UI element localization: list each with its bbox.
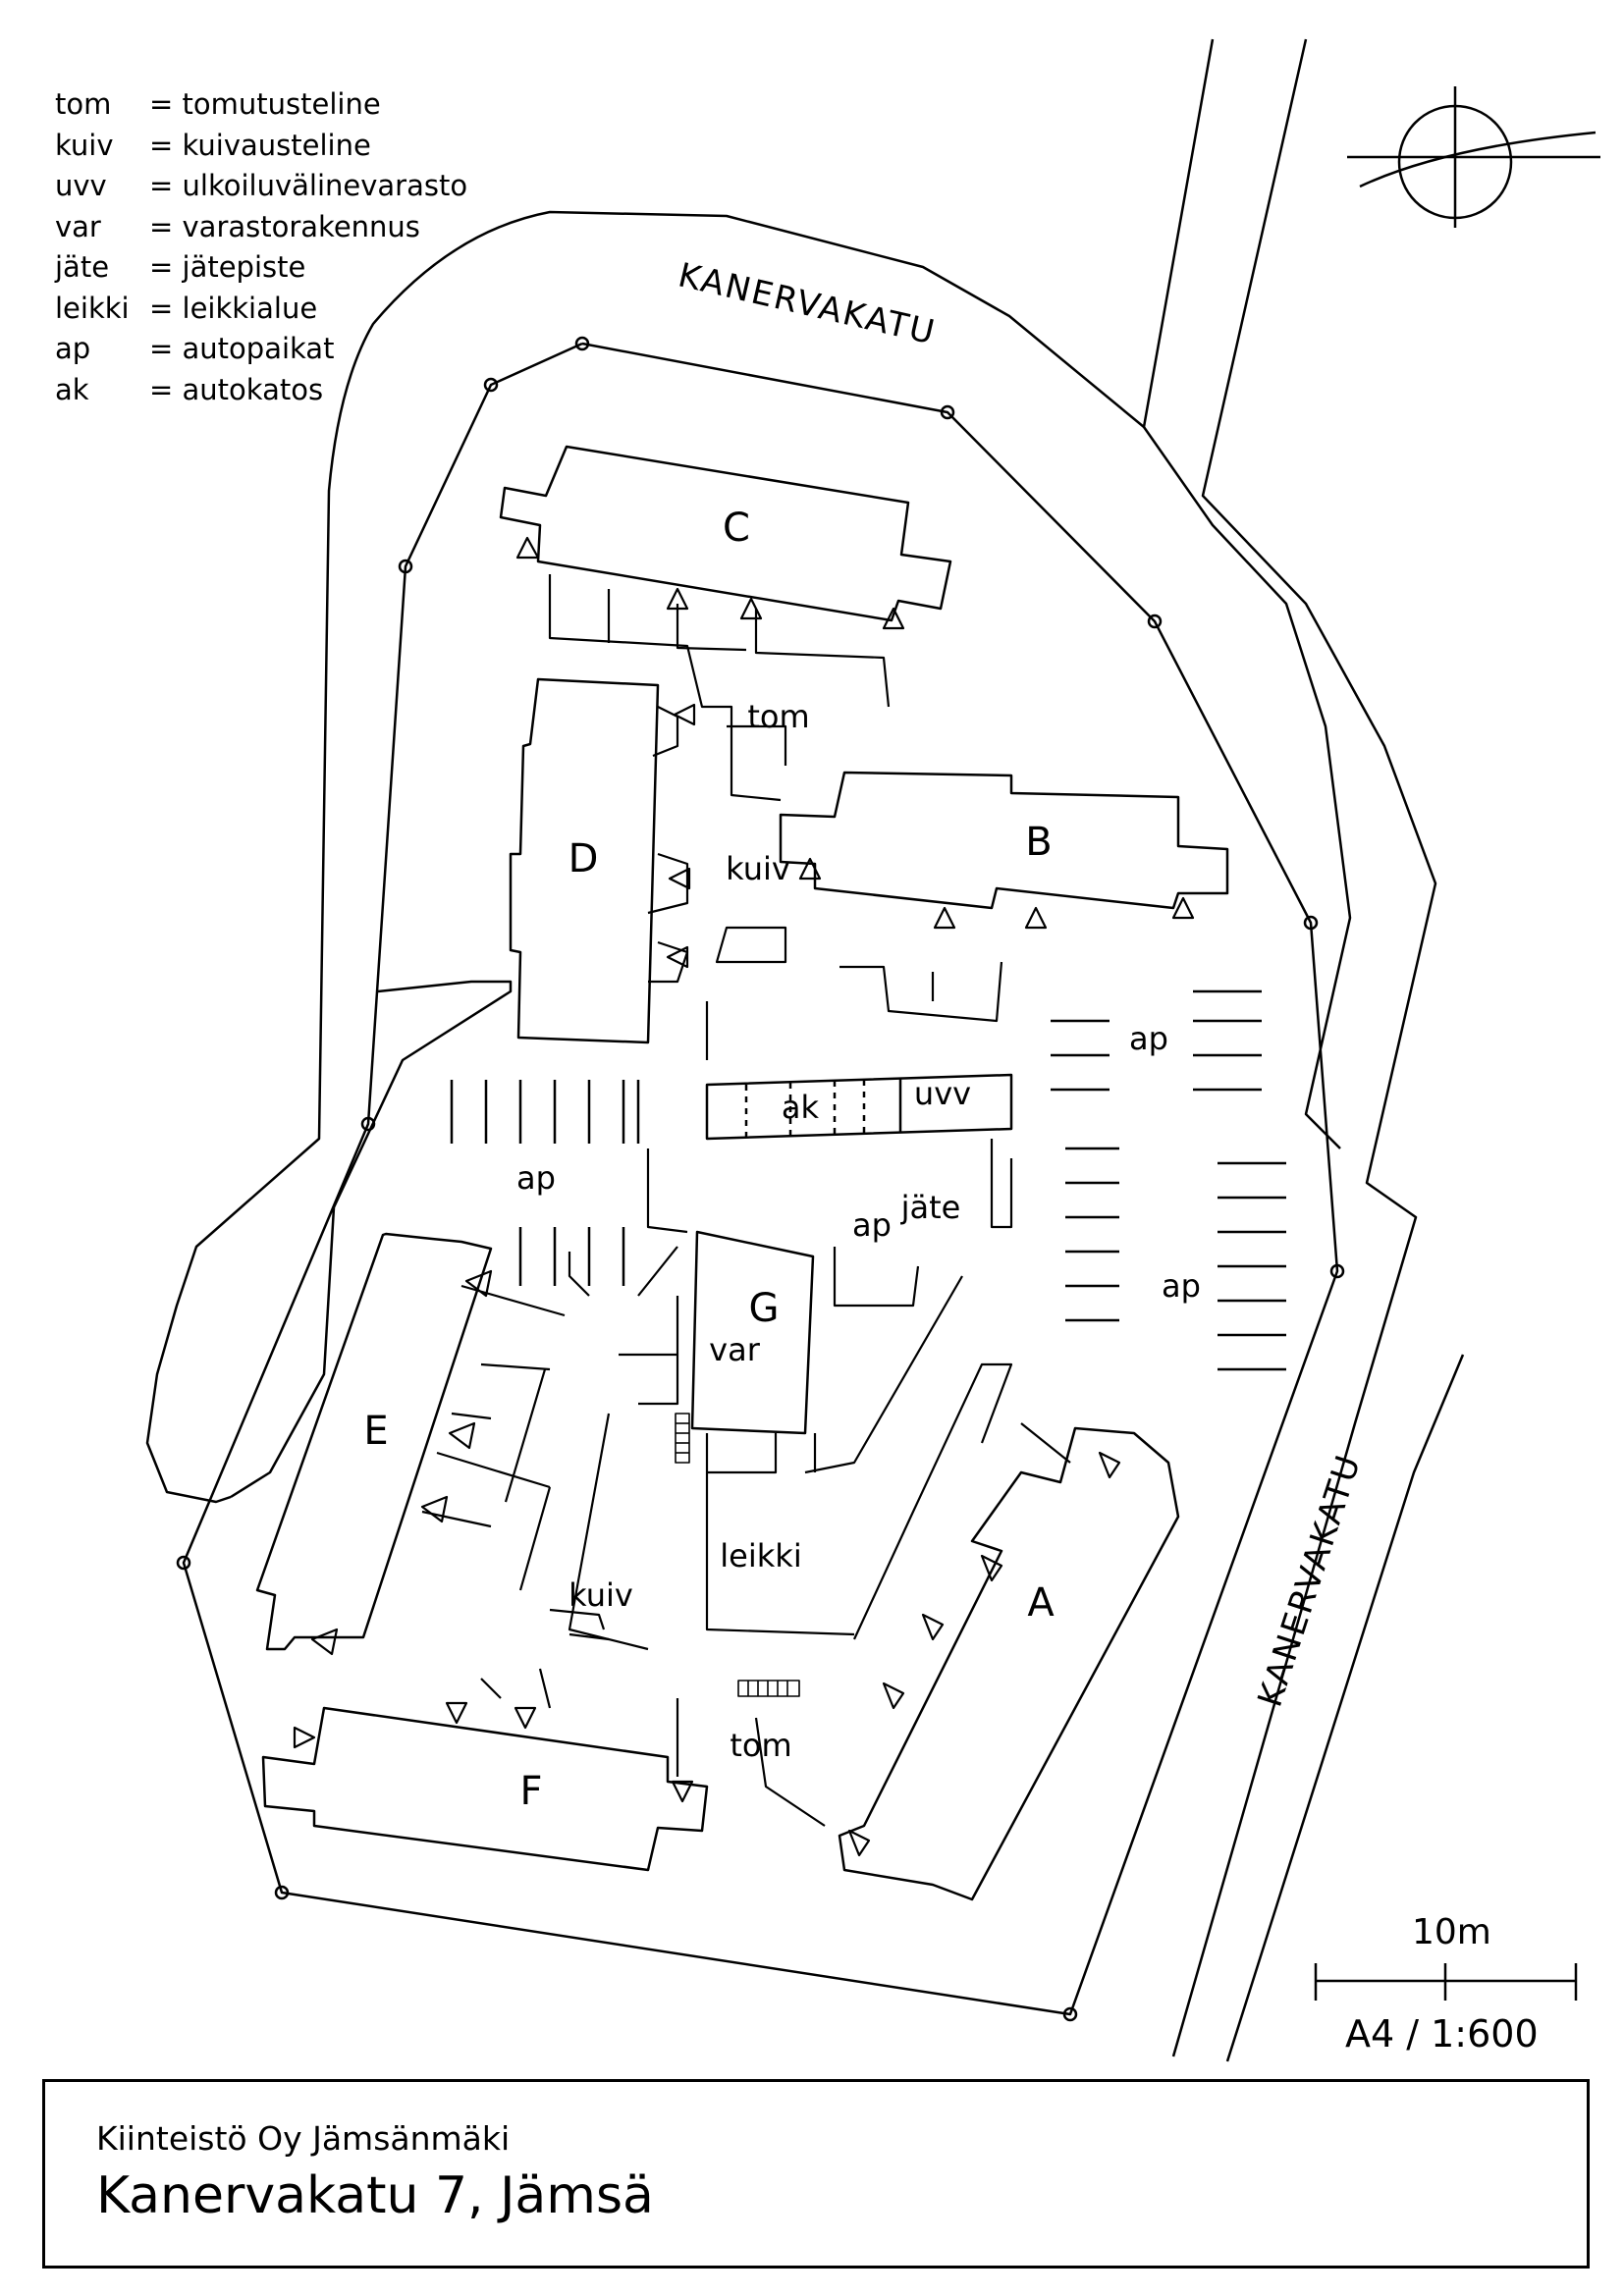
scale-bar-label: 10m: [1412, 1912, 1491, 1952]
label-var: var: [709, 1331, 760, 1368]
label-tom-bottom: tom: [730, 1727, 792, 1764]
legend-desc: = ulkoiluvälinevarasto: [149, 169, 468, 202]
inner-drive-edge: [1142, 426, 1352, 1149]
legend-desc: = autokatos: [149, 372, 324, 406]
legend-desc: = leikkialue: [149, 291, 318, 325]
road-outer-edge: [145, 38, 1215, 1504]
site-address: Kanervakatu 7, Jämsä: [96, 2166, 654, 2225]
label-ap-left: ap: [516, 1159, 556, 1197]
north-arrow-compass-icon: [1347, 86, 1600, 228]
label-ap-right-bottom: ap: [1162, 1267, 1201, 1305]
parking-stalls-right: [1051, 989, 1286, 1371]
legend-row: ap = autopaikat: [55, 329, 467, 370]
legend-abbr: leikki: [55, 291, 130, 325]
legend-row: kuiv = kuivausteline: [55, 126, 467, 167]
parking-stalls-left: [450, 1080, 640, 1286]
label-ap-small: ap: [852, 1206, 892, 1244]
legend-desc: = jätepiste: [149, 250, 306, 284]
legend-desc: = tomutusteline: [149, 87, 381, 121]
building-label-c: C: [723, 506, 750, 551]
legend-abbr: uvv: [55, 169, 107, 202]
company-name: Kiinteistö Oy Jämsänmäki: [96, 2119, 511, 2158]
west-curb: [230, 980, 513, 1499]
carport-and-storage: [705, 1073, 1013, 1141]
label-jate: jäte: [900, 1189, 961, 1226]
building-label-a: A: [1027, 1580, 1055, 1626]
legend-row: tom = tomutusteline: [55, 84, 467, 126]
building-label-b: B: [1025, 820, 1053, 865]
label-leikki: leikki: [720, 1537, 802, 1575]
legend: tom = tomutusteline kuiv = kuivausteline u…: [55, 84, 467, 410]
legend-row: uvv = ulkoiluvälinevarasto: [55, 166, 467, 207]
legend-row: var = varastorakennus: [55, 207, 467, 248]
title-block: Kiinteistö Oy Jämsänmäki Kanervakatu 7, …: [42, 2079, 1590, 2269]
label-tom-top: tom: [747, 698, 810, 735]
legend-abbr: jäte: [55, 250, 110, 284]
paper-scale-label: A4 / 1:600: [1345, 2012, 1539, 2056]
building-a: [838, 1426, 1180, 1901]
property-boundary: [176, 336, 1345, 2022]
entrance-markers: [293, 536, 1195, 1857]
legend-row: ak = autokatos: [55, 370, 467, 411]
legend-abbr: ap: [55, 332, 91, 365]
building-b: [779, 771, 1229, 910]
legend-desc: = autopaikat: [149, 332, 335, 365]
road-inner-edge: [1171, 38, 1437, 2057]
legend-abbr: ak: [55, 372, 89, 406]
label-ap-right-top: ap: [1129, 1020, 1168, 1057]
legend-row: leikki = leikkialue: [55, 289, 467, 330]
legend-desc: = kuivausteline: [149, 128, 371, 162]
building-d: [509, 677, 660, 1044]
building-c: [499, 445, 952, 622]
walkways: [421, 574, 1071, 1827]
building-g: [690, 1230, 815, 1435]
label-uvv: uvv: [913, 1075, 972, 1112]
building-label-f: F: [519, 1769, 543, 1814]
label-kuiv-top: kuiv: [726, 850, 790, 887]
label-kuiv-bottom: kuiv: [568, 1576, 633, 1614]
building-label-e: E: [363, 1409, 389, 1454]
legend-desc: = varastorakennus: [149, 209, 420, 243]
road-east-edge: [1225, 1354, 1465, 2062]
building-label-d: D: [568, 836, 599, 881]
legend-row: jäte = jätepiste: [55, 247, 467, 289]
stairs: [675, 1413, 800, 1697]
legend-abbr: var: [55, 209, 101, 243]
legend-abbr: kuiv: [55, 128, 114, 162]
scale-bar: [1314, 1963, 1578, 2001]
building-f: [261, 1706, 709, 1872]
building-label-g: G: [748, 1286, 780, 1331]
label-ak: ak: [781, 1089, 820, 1126]
legend-abbr: tom: [55, 87, 112, 121]
building-e: [255, 1232, 493, 1651]
